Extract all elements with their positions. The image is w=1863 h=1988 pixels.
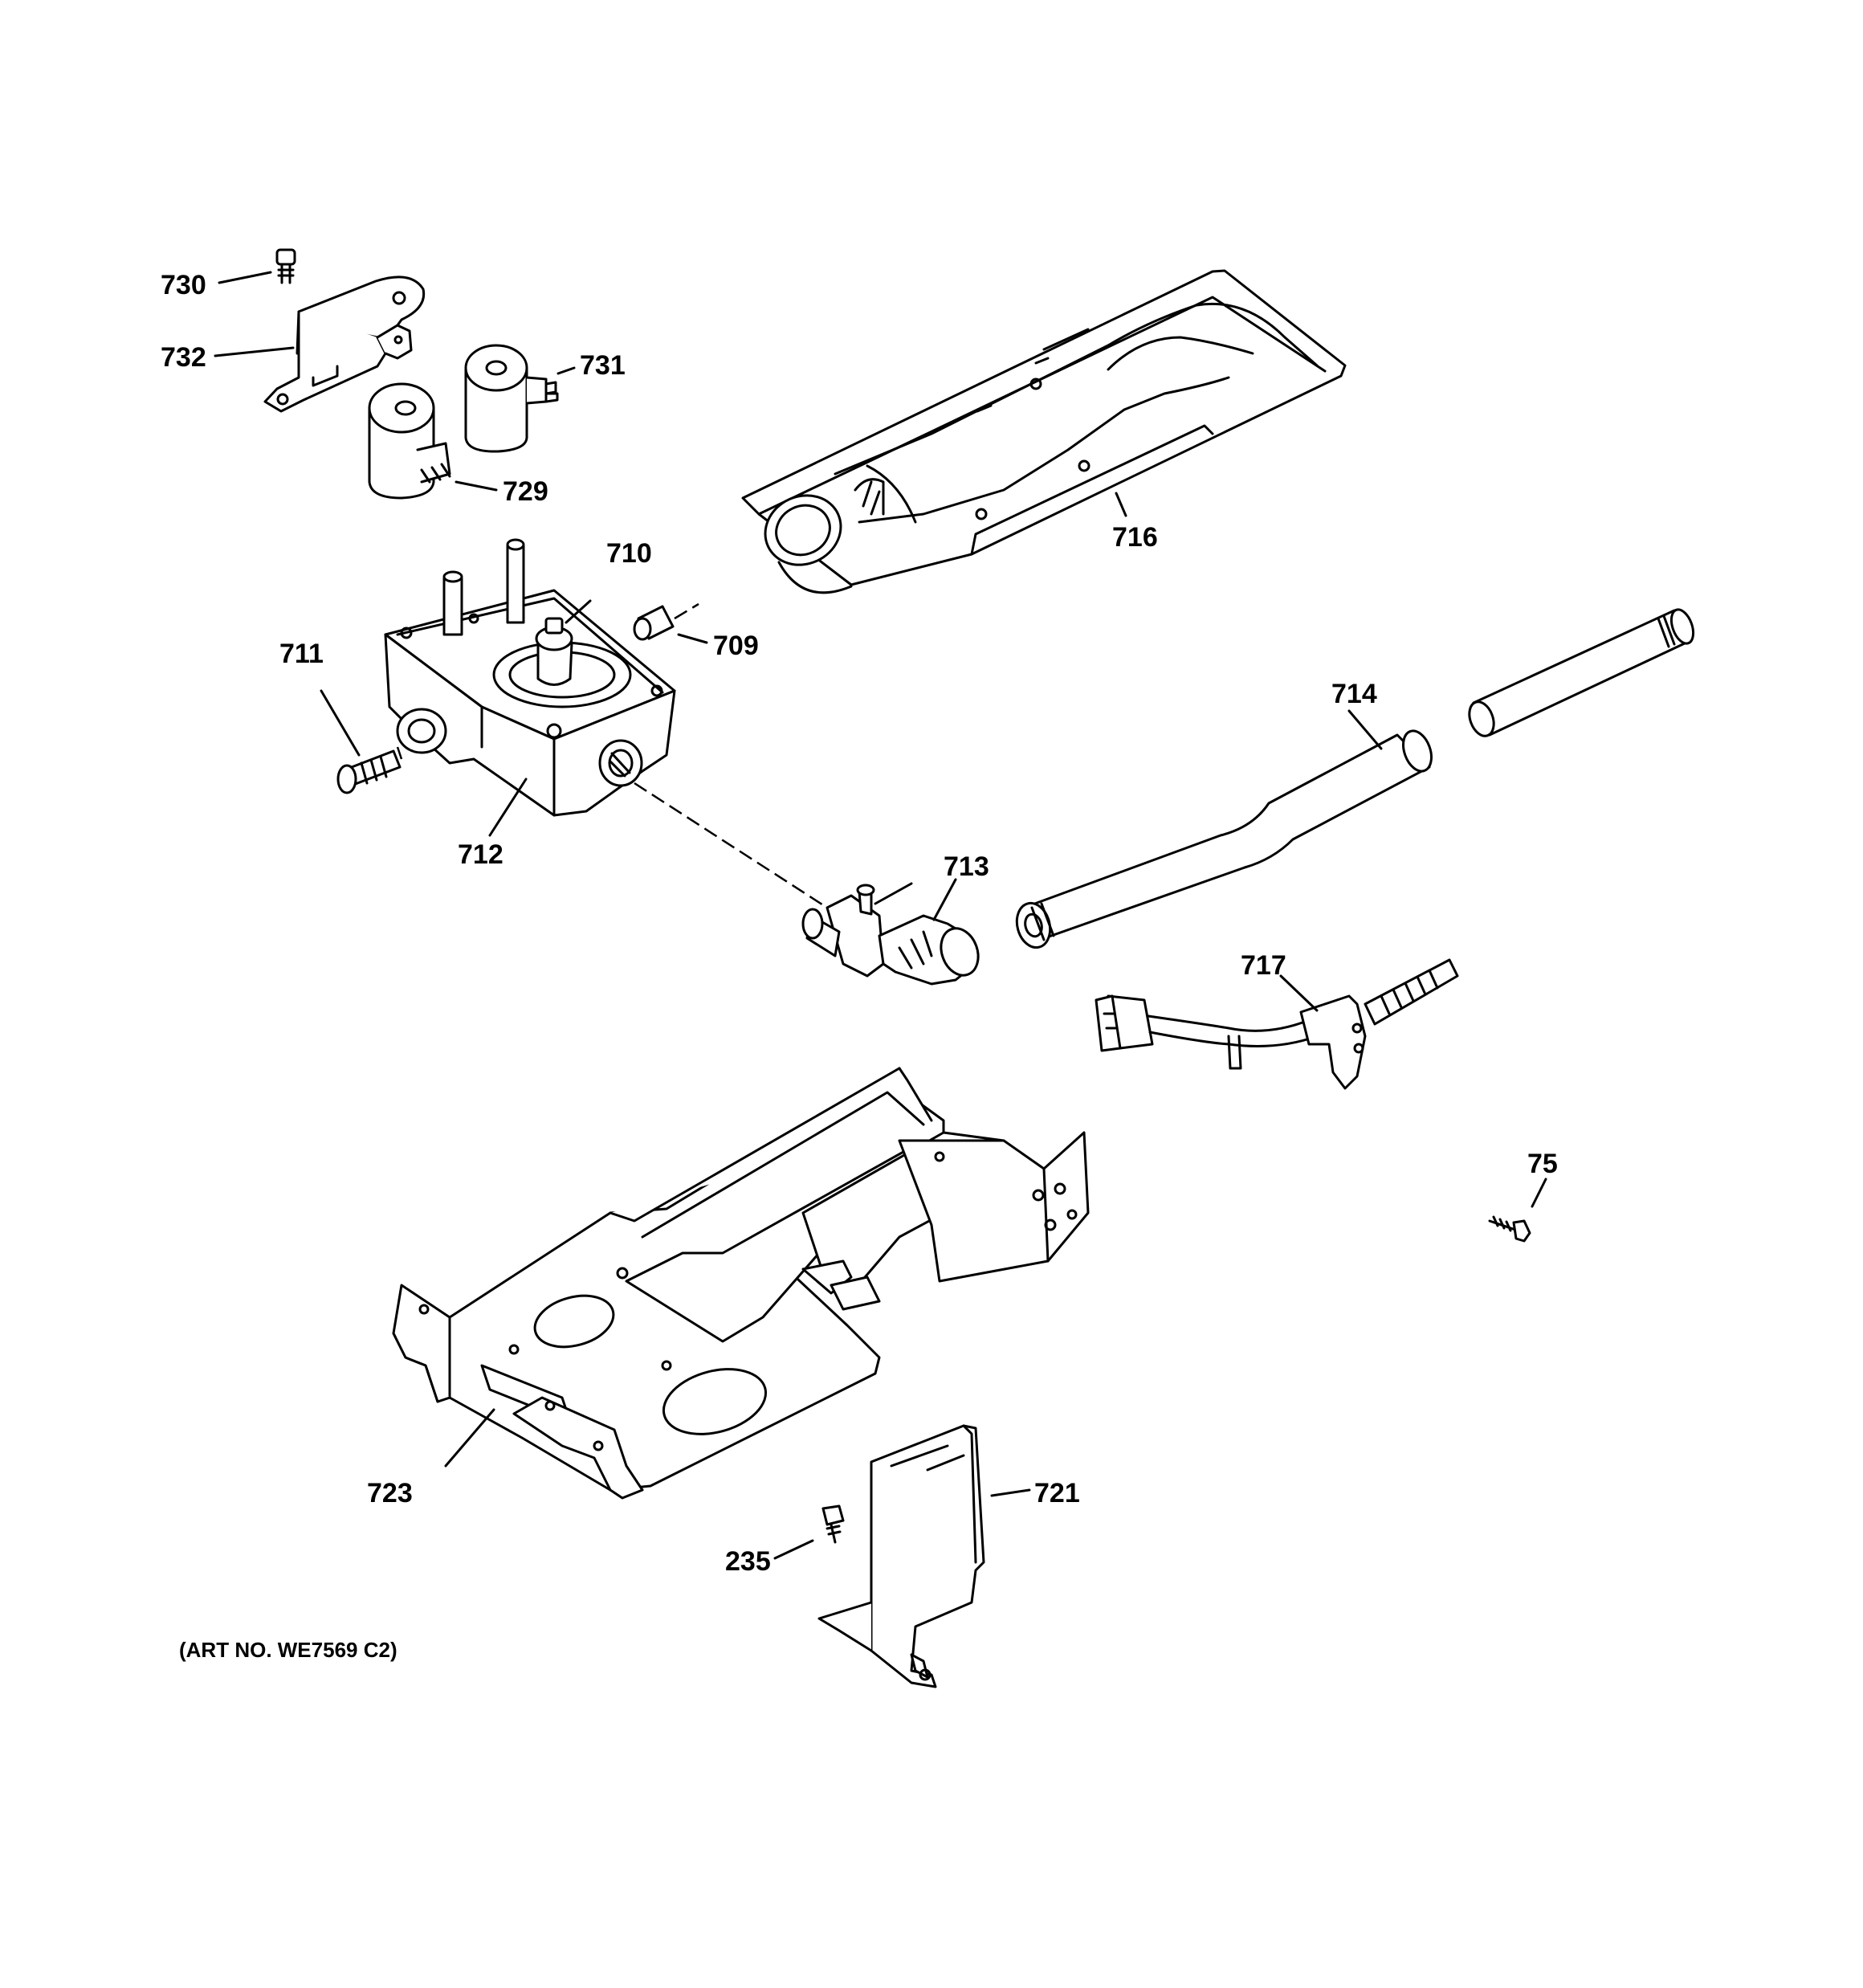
- leader-717: [1279, 974, 1319, 1012]
- leader-713: [932, 878, 957, 921]
- leader-711: [320, 689, 361, 757]
- part-713-shutoff-elbow: [801, 882, 980, 986]
- label-732: 732: [161, 342, 206, 373]
- label-717: 717: [1241, 950, 1286, 981]
- leader-723: [444, 1408, 495, 1468]
- label-721: 721: [1034, 1478, 1080, 1508]
- part-714-gas-pipe: [1015, 608, 1695, 949]
- part-721-shield-plate: [817, 1424, 985, 1688]
- label-716: 716: [1112, 522, 1158, 553]
- part-711-fitting: [336, 746, 403, 794]
- label-75: 75: [1527, 1149, 1558, 1179]
- leader-235: [773, 1539, 814, 1560]
- label-711: 711: [279, 639, 324, 669]
- part-731-solenoid-coil: [464, 344, 559, 453]
- label-731: 731: [580, 350, 626, 381]
- leader-731: [556, 366, 576, 375]
- part-723-burner-bracket: [392, 1067, 1090, 1500]
- part-716-burner-shield: [741, 269, 1347, 594]
- leader-716: [1115, 492, 1127, 517]
- part-709-orifice: [633, 602, 699, 641]
- art-number: (ART NO. WE7569 C2): [179, 1638, 397, 1662]
- label-729: 729: [503, 476, 548, 507]
- leader-730: [218, 271, 272, 284]
- label-714: 714: [1331, 679, 1377, 709]
- leader-714: [1347, 709, 1383, 750]
- part-75-screw: [1488, 1215, 1531, 1243]
- leader-709: [677, 633, 708, 644]
- label-710: 710: [606, 538, 652, 569]
- part-730-screw: [275, 248, 296, 284]
- leader-712: [488, 778, 528, 837]
- part-235-screw: [821, 1504, 845, 1544]
- label-730: 730: [161, 270, 206, 300]
- leader-75: [1531, 1178, 1547, 1208]
- label-709: 709: [713, 631, 759, 661]
- leader-729: [455, 480, 498, 492]
- assembly-line: [634, 782, 828, 909]
- label-713: 713: [944, 851, 989, 882]
- part-712-gas-valve: [384, 538, 676, 817]
- leader-710: [565, 599, 592, 624]
- label-235: 235: [725, 1546, 771, 1577]
- leader-721: [990, 1488, 1031, 1497]
- part-729-solenoid-coil: [368, 382, 451, 500]
- part-732-bracket: [263, 276, 426, 413]
- label-712: 712: [458, 839, 503, 870]
- label-723: 723: [367, 1478, 413, 1508]
- leader-732: [214, 346, 295, 357]
- part-717-igniter: [1095, 958, 1459, 1090]
